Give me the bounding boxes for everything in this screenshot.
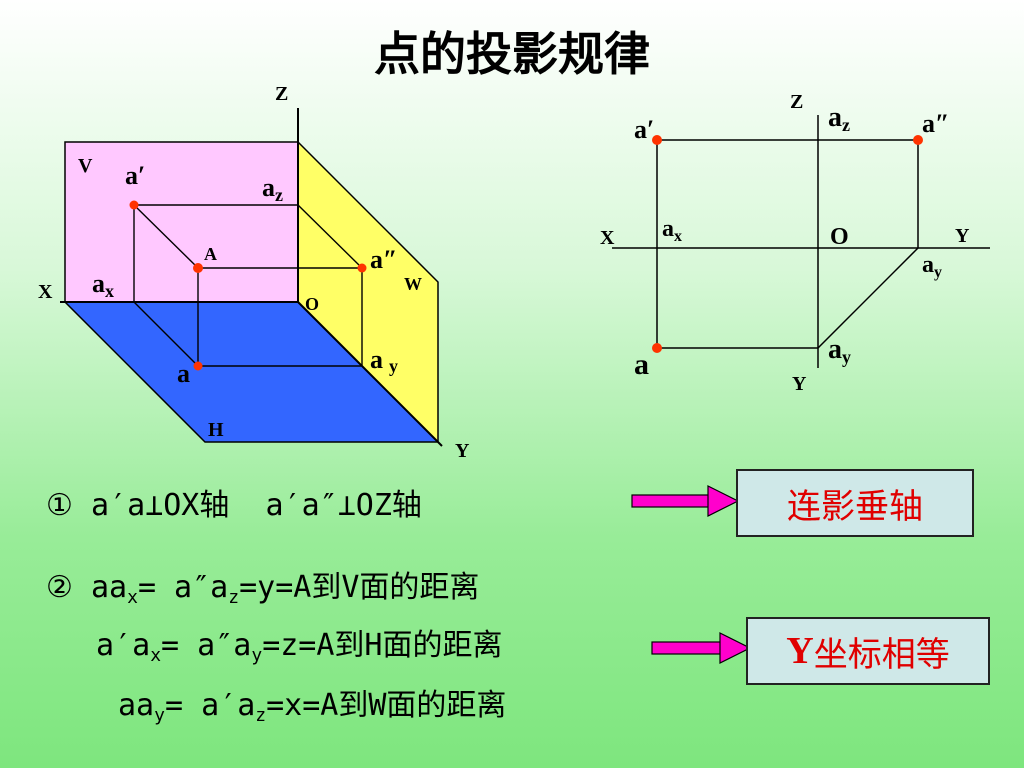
summary-box-2-text: 坐标相等 xyxy=(813,634,950,675)
h-plane-label: H xyxy=(208,419,224,441)
projection-lines-2d xyxy=(656,139,919,349)
summary-box-2-y: Y xyxy=(786,630,814,672)
point-a-prime-3d xyxy=(129,200,139,210)
page-title: 点的投影规律 xyxy=(374,27,650,81)
y-axis-label-2d-right: Y xyxy=(955,225,970,247)
arrow-2 xyxy=(651,632,752,664)
ay-label-2d-bottom: ay xyxy=(828,334,851,367)
point-a-3d xyxy=(193,361,203,371)
ax-label-3d: ax xyxy=(92,269,114,301)
ax-label-2d: ax xyxy=(662,216,682,245)
az-label-3d: az xyxy=(262,173,283,205)
az-label-2d: az xyxy=(828,102,850,135)
arrow-1 xyxy=(631,485,740,517)
point-a-prime-2d xyxy=(652,135,662,145)
rule-2-marker: ② xyxy=(46,570,73,605)
rule-1-marker: ① xyxy=(46,488,73,523)
x-axis-label-3d: X xyxy=(38,281,53,303)
z-axis-label-2d: Z xyxy=(790,91,803,113)
summary-box-1-text: 连影垂轴 xyxy=(787,486,923,527)
projection-lines-3d xyxy=(133,204,363,367)
rule-2-line-2: a′ax= a″ay=z=A到H面的距离 xyxy=(96,628,503,666)
a-prime-label-3d: a′ xyxy=(125,161,145,190)
v-plane-label: V xyxy=(78,155,93,177)
a-prime-label-2d: a′ xyxy=(634,115,654,144)
a-dprime-label-3d: a″ xyxy=(370,245,397,274)
y-axis-label-3d: Y xyxy=(455,440,470,462)
x-axis-label-2d: X xyxy=(600,227,615,249)
A-point-label: A xyxy=(204,244,217,264)
rule-1-part-1: a′a⊥OX轴 xyxy=(90,488,230,523)
ay-label-2d-right: ay xyxy=(922,252,942,281)
summary-box-1: 连影垂轴 xyxy=(736,469,974,537)
a-dprime-label-2d: a″ xyxy=(922,109,949,138)
point-a-2d xyxy=(652,343,662,353)
y-axis-3d xyxy=(297,301,443,447)
a-label-3d: a xyxy=(177,359,190,388)
z-axis-label-3d: Z xyxy=(275,83,288,105)
w-plane-label: W xyxy=(404,274,422,294)
rule-1-part-2: a′a″⊥OZ轴 xyxy=(265,488,422,523)
rule-1: ① a′a⊥OX轴 a′a″⊥OZ轴 xyxy=(46,480,422,524)
o-label-3d: O xyxy=(305,294,319,314)
point-A-3d xyxy=(193,263,203,273)
rule-2-line-1: ② aax= a″az=y=A到V面的距离 xyxy=(46,570,480,608)
point-a-dprime-2d xyxy=(913,135,923,145)
point-a-dprime-3d xyxy=(357,263,367,273)
y-axis-label-2d-bottom: Y xyxy=(792,373,807,395)
a-label-2d: a xyxy=(634,348,649,381)
o-label-2d: O xyxy=(830,224,849,250)
rule-2-line-3: aay= a′az=x=A到W面的距离 xyxy=(118,688,507,726)
